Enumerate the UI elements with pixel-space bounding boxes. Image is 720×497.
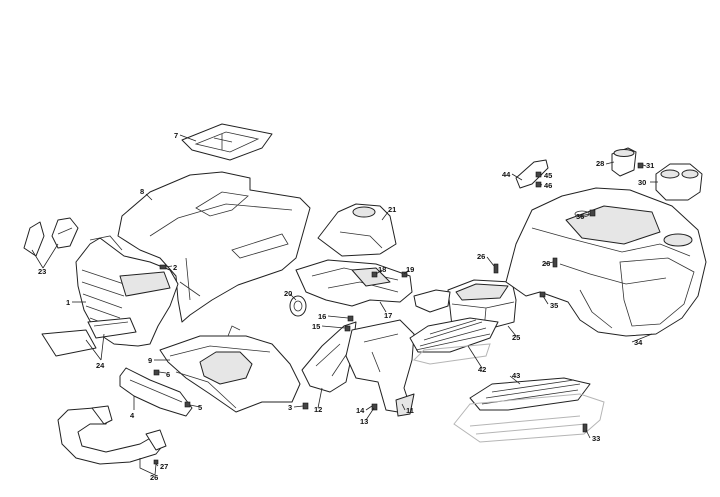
callout-9: 9 [148,356,152,365]
leader-lines [31,134,658,476]
fastener-26-a [493,263,499,274]
callout-35: 35 [550,301,558,310]
part-34-rear-fender [505,187,707,337]
callout-28: 27 [160,462,168,471]
fastener-16 [347,315,354,322]
fastener-26-b [552,257,558,268]
fastener-14 [371,403,378,411]
part-17-tunnel-panel [295,259,413,307]
callout-45: 45 [544,171,552,180]
part-20-round-cap [289,295,307,317]
callout-11: 11 [406,406,414,415]
part-4-side-bracket [119,367,193,417]
callout-12: 12 [314,405,322,414]
callout-labels: 7 8 1 2 23 24 9 4 3 5 6 26 27 12 13 14 1… [38,131,654,482]
callout-33: 33 [592,434,600,443]
callout-1: 1 [66,298,70,307]
callout-17: 17 [384,311,392,320]
callout-30: 30 [638,178,646,187]
callout-20: 20 [284,289,292,298]
part-9-chassis-frame [159,325,301,413]
callout-27: 26 [150,473,158,482]
callout-23: 23 [38,267,46,276]
part-1-front-grille [75,235,179,347]
callout-34: 34 [634,338,643,347]
fastener-2 [159,264,167,270]
part-44-rear-handle [515,159,549,189]
part-23-headlight-lenses [23,217,79,257]
part-29-cup-holder-cap [611,147,637,177]
fastener-36 [589,209,596,217]
fastener-28 [153,459,159,465]
part-21-column-cover [317,203,397,257]
callout-24: 24 [96,361,105,370]
part-7-seat-bracket [181,123,273,161]
part-11-fender-panel [345,319,415,417]
callout-3: 3 [288,403,292,412]
floor-tray-ghost-outline [413,343,605,443]
part-30-cup-holder [655,163,703,201]
callout-21: 21 [388,205,396,214]
fastener-6 [153,369,160,376]
callout-46: 46 [544,181,552,190]
callout-19: 19 [406,265,414,274]
callout-14: 14 [356,406,365,415]
part-8-hood [117,171,311,323]
fastener-35 [539,291,546,298]
callout-4: 4 [130,411,135,420]
callout-16: 16 [318,312,326,321]
callout-29: 28 [596,159,604,168]
callout-7: 7 [174,131,178,140]
callout-2: 2 [173,263,177,272]
callout-42: 42 [478,365,486,374]
callout-36: 36 [576,212,584,221]
callout-18: 18 [378,265,386,274]
callout-43: 43 [512,371,520,380]
part-43-rear-mat [469,377,591,411]
callout-15: 15 [312,322,320,331]
callout-26-right: 26 [542,259,550,268]
fastener-5 [184,401,191,408]
fastener-19 [401,271,408,278]
callout-25: 25 [512,333,520,342]
part-25-battery-box [413,279,517,331]
part-42-foot-mat [409,317,499,353]
fastener-15 [344,325,351,332]
callout-31: 31 [646,161,654,170]
callout-5: 5 [198,403,202,412]
fastener-18 [371,271,378,278]
callout-8: 8 [140,187,144,196]
fastener-3 [302,402,309,410]
fastener-31 [637,162,644,169]
callout-44: 44 [502,170,511,179]
fastener-33 [582,423,588,433]
callout-13: 13 [360,417,368,426]
callout-26-left: 26 [477,252,485,261]
part-27-bumper-bar [57,405,167,465]
part-24-lower-plates [41,317,137,357]
callout-6: 6 [166,370,170,379]
